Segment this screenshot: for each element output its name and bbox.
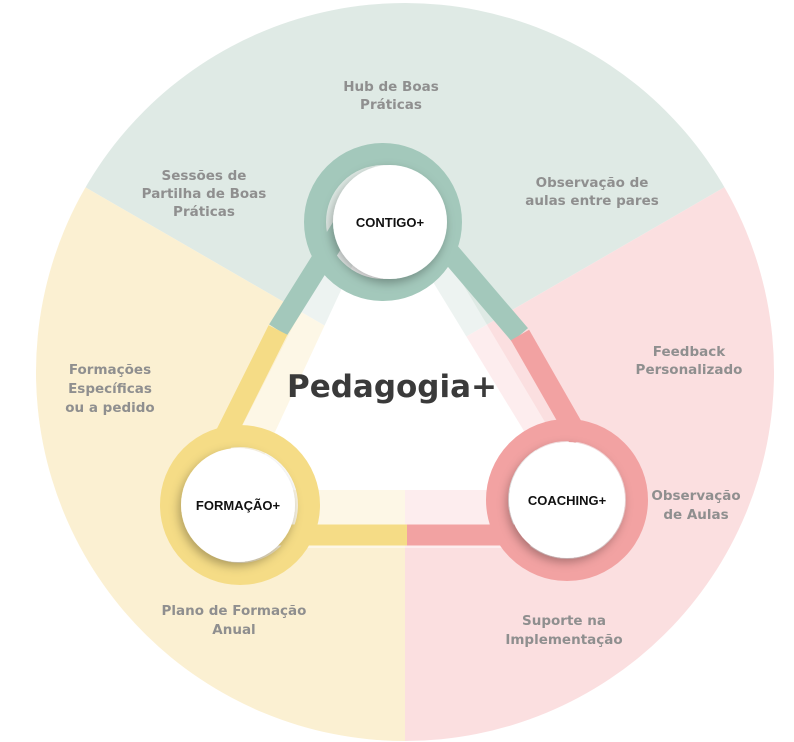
node-contigo xyxy=(333,165,447,279)
node-formacao xyxy=(181,448,295,562)
node-coaching-label: COACHING+ xyxy=(528,493,607,508)
ring-contigo xyxy=(304,143,462,301)
center-title: Pedagogia+ xyxy=(287,369,497,405)
node-contigo-label: CONTIGO+ xyxy=(356,215,425,230)
ring-formacao xyxy=(160,425,320,585)
node-formacao-label: FORMAÇÃO+ xyxy=(196,498,281,513)
node-coaching xyxy=(509,442,625,558)
inner-triangle xyxy=(248,200,560,490)
ring-coaching xyxy=(486,419,648,581)
